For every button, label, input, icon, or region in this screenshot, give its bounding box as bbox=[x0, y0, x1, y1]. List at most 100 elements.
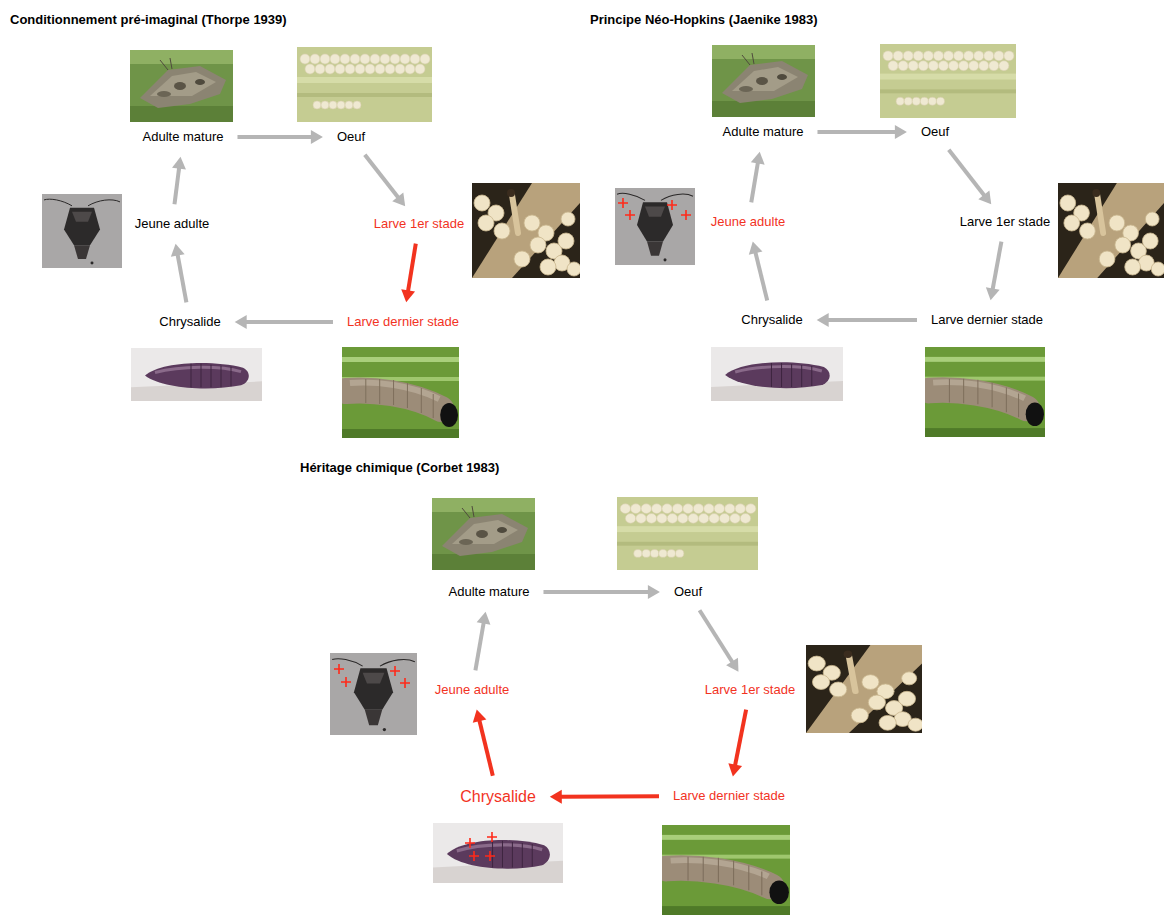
cycle-heading: Héritage chimique (Corbet 1983) bbox=[300, 460, 499, 475]
moth-photo bbox=[712, 45, 815, 117]
stage-label: Chrysalide bbox=[456, 785, 540, 808]
arrow-head bbox=[895, 125, 907, 139]
stage-label: Jeune adulte bbox=[431, 680, 513, 700]
cycle-arrow bbox=[700, 610, 739, 672]
larva-photo bbox=[806, 645, 923, 733]
cycle-heading: Conditionnement pré-imaginal (Thorpe 193… bbox=[10, 12, 287, 27]
stage-label: Larve 1er stade bbox=[956, 212, 1054, 232]
stage-name: Adulte mature bbox=[449, 584, 530, 600]
pupa-photo bbox=[711, 347, 843, 401]
cycle-arrow bbox=[728, 710, 746, 777]
arrow-shaft bbox=[735, 710, 746, 767]
stage-name: Chrysalide bbox=[159, 314, 220, 330]
cycle-heading: Principe Néo-Hopkins (Jaenike 1983) bbox=[590, 12, 818, 27]
arrow-shaft bbox=[245, 320, 333, 324]
eggs-photo bbox=[617, 497, 758, 570]
stage-name: Larve dernier stade bbox=[931, 312, 1043, 328]
young-moth-photo bbox=[330, 653, 417, 735]
stage-label: Larve dernier stade bbox=[669, 786, 789, 806]
stage-label: Chrysalide bbox=[155, 312, 224, 332]
eggs-photo bbox=[297, 47, 432, 122]
stage-name: Oeuf bbox=[337, 129, 365, 145]
stage-name: Larve dernier stade bbox=[673, 788, 785, 804]
pupa-photo bbox=[131, 348, 262, 401]
arrow-shaft bbox=[949, 150, 985, 197]
arrow-shaft bbox=[237, 135, 312, 139]
cycle-arrow bbox=[401, 244, 416, 303]
arrow-head bbox=[401, 289, 415, 302]
cycle-arrow bbox=[817, 125, 906, 139]
caterpillar-photo bbox=[662, 825, 790, 915]
arrow-head bbox=[235, 315, 247, 329]
cycle-arrow bbox=[475, 612, 490, 671]
stage-label: Chrysalide bbox=[737, 310, 806, 330]
arrow-head bbox=[311, 130, 323, 144]
stage-label: Oeuf bbox=[333, 127, 369, 147]
stage-label: Jeune adulte bbox=[707, 212, 789, 232]
arrow-head bbox=[749, 242, 763, 255]
stage-label: Adulte mature bbox=[719, 122, 808, 142]
stage-name: Larve 1er stade bbox=[705, 682, 795, 698]
arrow-shaft bbox=[700, 610, 734, 663]
arrow-head bbox=[728, 763, 742, 776]
stage-name: Jeune adulte bbox=[435, 682, 509, 698]
cycle-arrow bbox=[171, 244, 187, 303]
stage-label: Larve 1er stade bbox=[370, 214, 468, 234]
stage-name: Jeune adulte bbox=[135, 216, 209, 232]
arrow-head bbox=[986, 287, 1000, 300]
arrow-shaft bbox=[543, 590, 649, 594]
stage-label: Oeuf bbox=[917, 122, 953, 142]
arrow-head bbox=[392, 193, 405, 207]
cycle-arrow bbox=[237, 130, 322, 144]
cycle-arrow bbox=[986, 242, 1002, 301]
larva-photo bbox=[472, 183, 581, 278]
stage-name: Larve 1er stade bbox=[374, 216, 464, 232]
arrow-shaft bbox=[479, 719, 493, 775]
arrow-shaft bbox=[174, 167, 179, 205]
arrow-head bbox=[550, 790, 562, 804]
stage-label: Adulte mature bbox=[139, 127, 228, 147]
arrow-shaft bbox=[408, 244, 416, 293]
arrow-shaft bbox=[560, 794, 659, 798]
young-moth-photo bbox=[615, 188, 695, 265]
stage-label: Larve dernier stade bbox=[927, 310, 1047, 330]
young-moth-photo bbox=[42, 194, 122, 268]
pupa-photo bbox=[433, 823, 563, 883]
cycle-arrow bbox=[550, 790, 659, 804]
moth-photo bbox=[130, 50, 233, 122]
stage-name: Adulte mature bbox=[723, 124, 804, 140]
arrow-shaft bbox=[475, 622, 483, 671]
arrow-head bbox=[978, 191, 991, 205]
arrow-head bbox=[751, 152, 765, 165]
arrow-shaft bbox=[817, 130, 896, 134]
stage-name: Oeuf bbox=[921, 124, 949, 140]
stage-label: Jeune adulte bbox=[131, 214, 213, 234]
arrow-shaft bbox=[365, 155, 399, 199]
stage-name: Larve dernier stade bbox=[347, 314, 459, 330]
stage-label: Larve dernier stade bbox=[343, 312, 463, 332]
stage-label: Oeuf bbox=[670, 582, 706, 602]
stage-name: Larve 1er stade bbox=[960, 214, 1050, 230]
larva-photo bbox=[1058, 183, 1165, 278]
cycle-arrow bbox=[235, 315, 333, 329]
caterpillar-photo bbox=[342, 347, 459, 438]
moth-photo bbox=[432, 498, 535, 570]
caterpillar-photo bbox=[925, 347, 1045, 437]
arrow-shaft bbox=[751, 162, 758, 203]
stage-name: Oeuf bbox=[674, 584, 702, 600]
cycle-arrow bbox=[817, 313, 917, 327]
arrow-shaft bbox=[827, 318, 917, 322]
eggs-photo bbox=[880, 44, 1016, 118]
arrow-head bbox=[473, 710, 487, 723]
cycle-arrow bbox=[949, 150, 991, 205]
cycle-arrow bbox=[749, 242, 767, 301]
arrow-head bbox=[477, 612, 491, 625]
stage-name: Chrysalide bbox=[460, 787, 536, 806]
cycle-arrow bbox=[751, 152, 765, 203]
arrow-shaft bbox=[177, 253, 186, 302]
cycle-arrow bbox=[473, 710, 493, 776]
arrow-head bbox=[817, 313, 829, 327]
stage-label: Larve 1er stade bbox=[701, 680, 799, 700]
arrow-head bbox=[648, 585, 660, 599]
stage-name: Jeune adulte bbox=[711, 214, 785, 230]
